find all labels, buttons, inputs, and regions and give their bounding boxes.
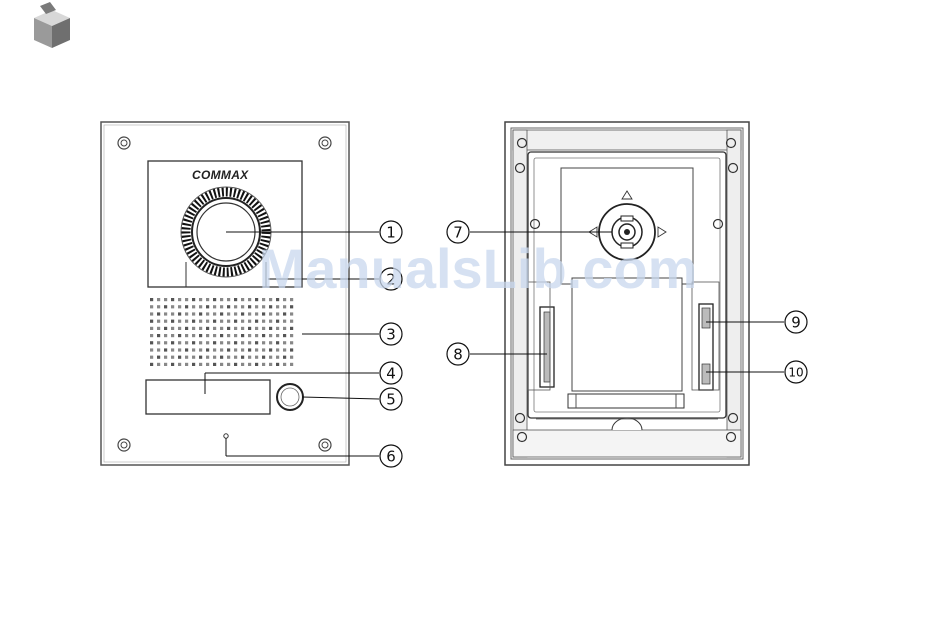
call-button-icon [277, 384, 303, 410]
svg-text:3: 3 [386, 326, 396, 344]
callout-10: 10 [785, 361, 807, 383]
svg-text:6: 6 [386, 448, 396, 466]
manualslib-box-icon [34, 2, 70, 48]
callout-4: 4 [380, 362, 402, 384]
callout-6: 6 [380, 445, 402, 467]
brand-label: COMMAX [192, 168, 249, 182]
svg-text:9: 9 [791, 314, 801, 332]
name-card-window [146, 380, 270, 414]
svg-text:10: 10 [788, 366, 803, 380]
svg-text:8: 8 [453, 346, 463, 364]
svg-text:4: 4 [386, 365, 396, 383]
svg-text:5: 5 [386, 391, 396, 409]
callout-8: 8 [447, 343, 469, 365]
watermark-text: ManualsLib.com [259, 237, 698, 300]
callout-9: 9 [785, 311, 807, 333]
callout-5: 5 [380, 388, 402, 410]
callout-3: 3 [380, 323, 402, 345]
